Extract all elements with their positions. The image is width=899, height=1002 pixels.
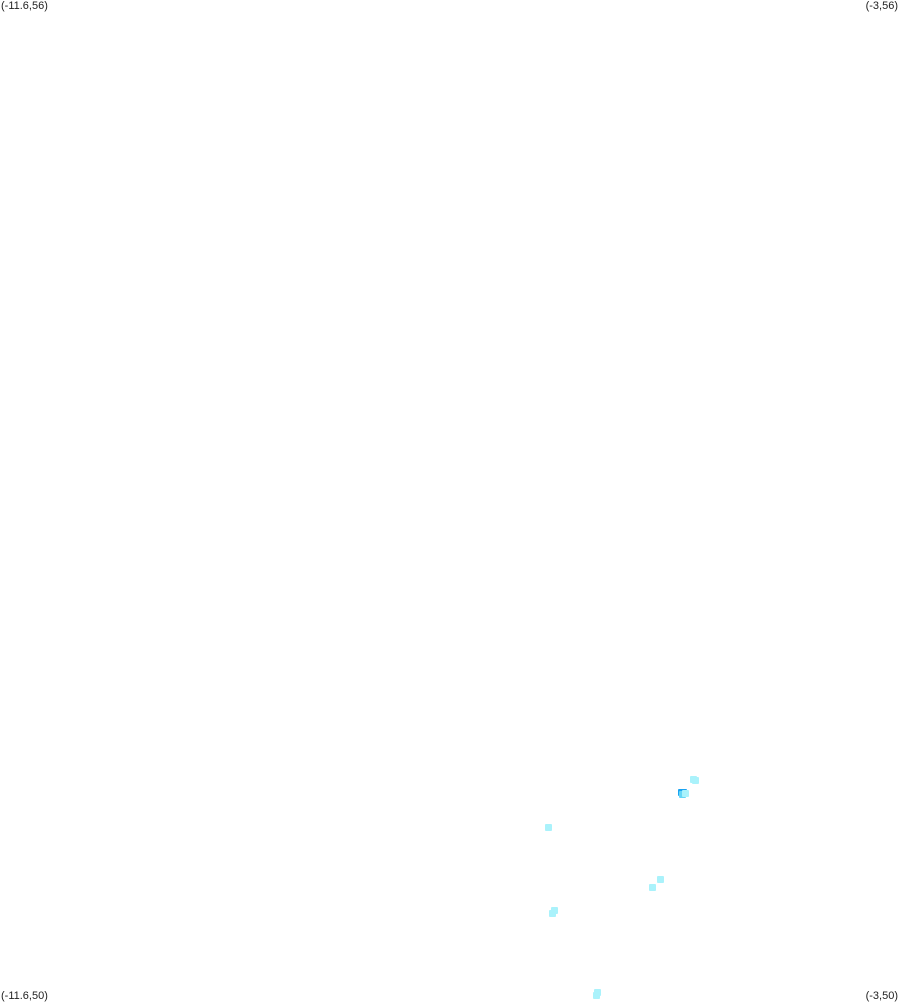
map-point (682, 789, 690, 797)
map-point (648, 883, 656, 891)
map-point (549, 909, 557, 917)
corner-label-bottom-right: (-3,50) (865, 990, 898, 1002)
corner-label-top-right: (-3,56) (865, 0, 898, 12)
map-point (593, 992, 601, 999)
corner-label-top-left: (-11.6,56) (1, 0, 48, 12)
corner-label-bottom-left: (-11.6,50) (1, 990, 48, 1002)
map-point (691, 776, 699, 784)
map-point (657, 875, 665, 883)
map-point (545, 824, 553, 831)
